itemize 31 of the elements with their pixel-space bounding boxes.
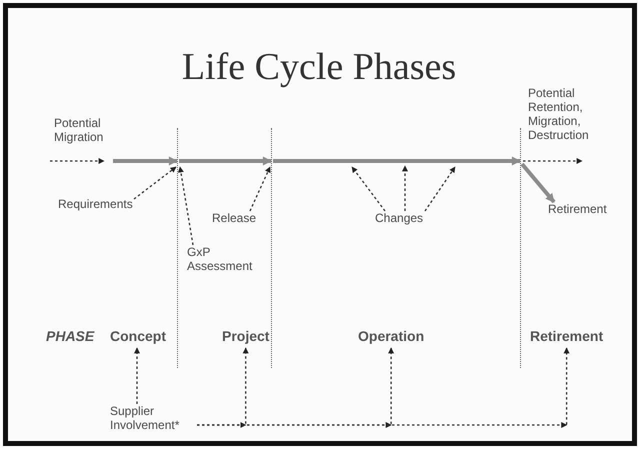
annotation-text: Changes [375, 211, 435, 225]
dotted-arrow [50, 158, 105, 164]
row-heading: PHASE [46, 327, 94, 345]
dotted-arrow [523, 158, 583, 164]
annotation-text: Retirement [548, 202, 623, 216]
timeline-arrow [273, 156, 521, 166]
timeline-arrow [520, 162, 556, 204]
dotted-arrow [134, 166, 176, 200]
timeline-arrow [179, 156, 272, 166]
timeline-arrow [113, 156, 178, 166]
annotation-text: Supplier Involvement* [110, 404, 195, 432]
dotted-arrow [178, 166, 194, 246]
dotted-arrow [197, 348, 570, 428]
dotted-arrow [424, 166, 456, 212]
annotation-text: Potential Migration [54, 116, 108, 144]
phase-label: Operation [358, 327, 424, 345]
phase-label: Concept [110, 327, 166, 345]
dotted-arrow [402, 165, 408, 211]
phase-label: Project [222, 327, 270, 345]
title: Life Cycle Phases [180, 45, 458, 89]
annotation-text: GxP Assessment [187, 245, 267, 273]
dotted-arrow [351, 166, 386, 212]
dotted-arrow [249, 166, 271, 212]
annotation-text: Potential Retention, Migration, Destruction [528, 86, 590, 142]
phase-label: Retirement [530, 327, 604, 345]
annotation-text: Requirements [58, 197, 138, 211]
divider-line [520, 128, 521, 368]
annotation-text: Release [212, 211, 262, 225]
divider-line [177, 128, 178, 368]
divider-line [271, 128, 272, 368]
dotted-arrow [134, 347, 140, 404]
